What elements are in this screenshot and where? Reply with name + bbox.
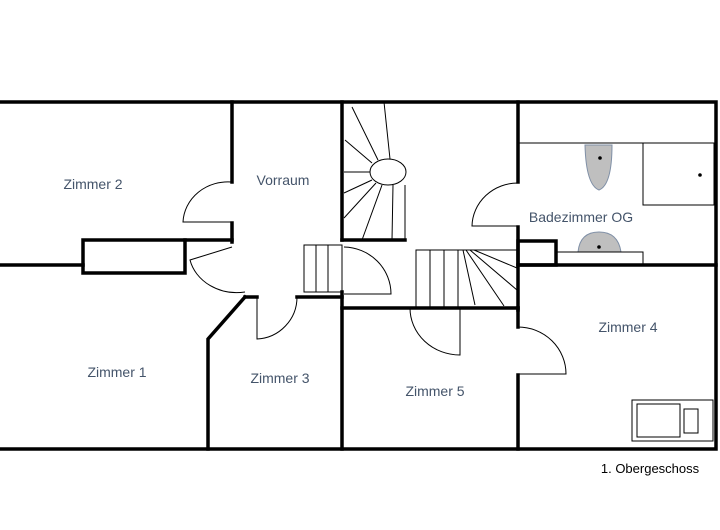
staircase: [415, 249, 518, 308]
room-label-zimmer-2: Zimmer 2: [63, 176, 122, 192]
room-label-badezimmer: Badezimmer OG: [529, 209, 633, 225]
door-stair: [343, 246, 392, 295]
spiral-staircase: [343, 101, 407, 241]
bathroom-fixtures: [518, 142, 715, 266]
doors: [182, 181, 567, 375]
small-staircase: [303, 244, 343, 293]
sink-icon: [577, 231, 622, 253]
room-label-zimmer-4: Zimmer 4: [598, 319, 657, 335]
door-zimmer4: [517, 326, 567, 375]
room-label-zimmer-5: Zimmer 5: [405, 383, 464, 399]
door-zimmer1: [189, 246, 246, 294]
door-zimmer3: [256, 296, 298, 340]
walls: [0, 100, 718, 451]
room-label-zimmer-3: Zimmer 3: [250, 370, 309, 386]
bathtub: [642, 142, 715, 206]
toilet-icon: [584, 144, 613, 191]
door-zimmer5: [409, 307, 461, 356]
floor-title: 1. Obergeschoss: [601, 461, 700, 476]
bed: [631, 399, 714, 442]
door-bad: [471, 182, 519, 227]
room-label-vorraum: Vorraum: [257, 172, 310, 188]
door-zimmer2: [182, 181, 233, 223]
room-label-zimmer-1: Zimmer 1: [87, 364, 146, 380]
